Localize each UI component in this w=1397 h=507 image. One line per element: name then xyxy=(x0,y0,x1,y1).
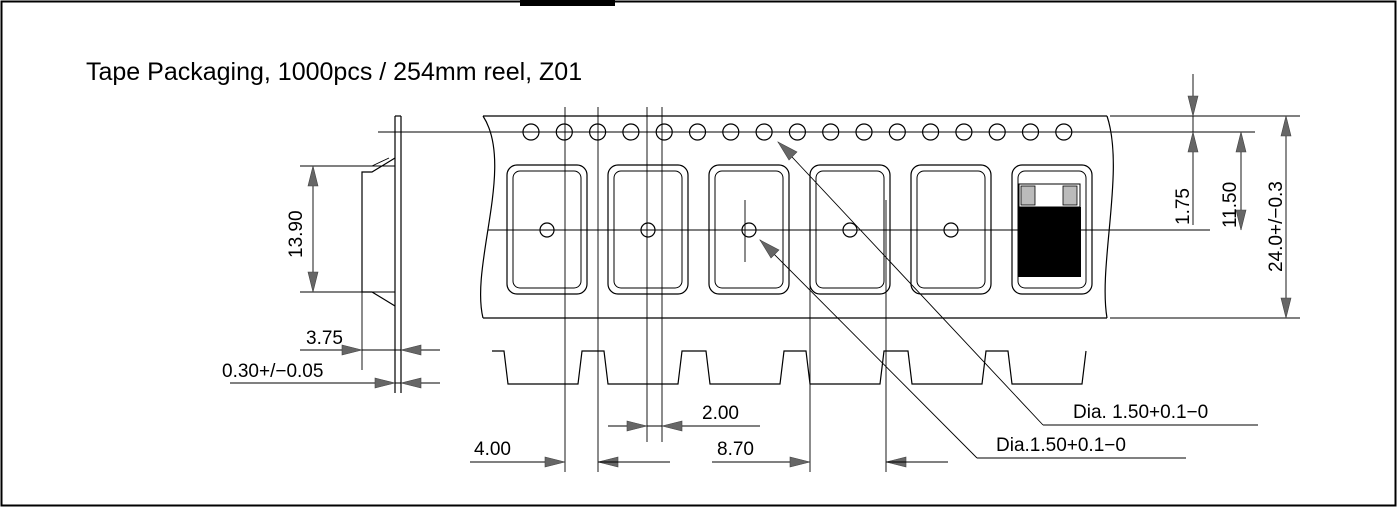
label-sprocket-pitch: 4.00 xyxy=(474,439,511,460)
label-tape-width: 24.0+/−0.3 xyxy=(1266,181,1287,272)
label-hole-to-pocket: 2.00 xyxy=(702,403,739,424)
dimension-tape-width xyxy=(1280,115,1292,319)
component xyxy=(1018,183,1081,277)
label-sprocket-hole-dia: Dia. 1.50+0.1−0 xyxy=(1073,402,1208,423)
leader-pocket-hole xyxy=(759,239,1186,459)
dimension-11-50 xyxy=(1235,131,1247,231)
header-strip xyxy=(520,0,615,6)
leader-sprocket-hole xyxy=(777,141,1258,426)
pocket xyxy=(607,164,689,295)
dimension-13-90 xyxy=(307,165,319,293)
label-sprocket-offset: 1.75 xyxy=(1173,188,1194,225)
dimension-sprocket-pitch xyxy=(470,456,670,468)
pocket xyxy=(506,164,588,295)
pocket xyxy=(910,164,992,295)
dimension-pocket-pitch xyxy=(712,456,948,468)
tape-cross-section xyxy=(492,350,1087,385)
label-cavity-depth: 3.75 xyxy=(306,328,343,349)
pocket xyxy=(708,164,790,295)
label-pocket-hole-dia: Dia.1.50+0.1−0 xyxy=(996,435,1126,456)
dimension-hole-to-pocket xyxy=(608,420,760,432)
drawing-title: Tape Packaging, 1000pcs / 254mm reel, Z0… xyxy=(86,58,582,86)
pocket xyxy=(809,164,891,295)
carrier-tape xyxy=(479,115,1114,319)
dimension-cavity-thickness xyxy=(230,344,422,389)
reference-lines xyxy=(378,107,1300,472)
label-tape-thickness: 0.30+/−0.05 xyxy=(222,361,323,382)
label-pocket-height: 13.90 xyxy=(286,210,307,258)
pocket-row xyxy=(506,164,1093,295)
dimension-1-75 xyxy=(1187,74,1199,225)
label-pocket-center: 11.50 xyxy=(1220,182,1241,228)
label-pocket-pitch: 8.70 xyxy=(717,439,754,460)
